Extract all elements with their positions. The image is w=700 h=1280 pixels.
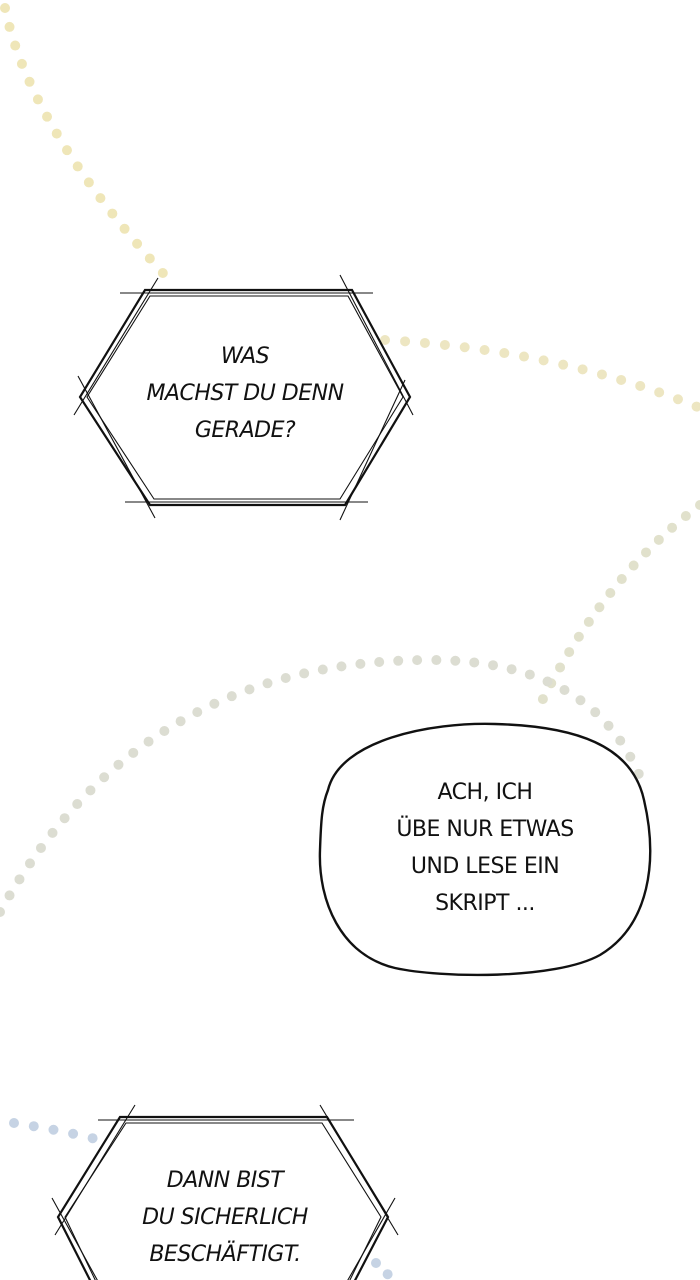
dotted-trail-blue-left (9, 1118, 105, 1145)
dotted-trail-yellow-top (0, 3, 177, 288)
bubble-2-line-4: SKRIPT ... (435, 891, 535, 916)
bubble-2-line-3: UND LESE EIN (410, 854, 560, 879)
speech-bubble-2: ACH, ICH ÜBE NUR ETWAS UND LESE EIN SKRI… (340, 774, 630, 922)
bubble-1-line-1: WAS (220, 344, 270, 369)
bubble-3-line-3: BESCHÄFTIGT. (149, 1242, 301, 1267)
rounded-bubble-2-outline (318, 722, 652, 977)
bubble-3-line-2: DU SICHERLICH (142, 1205, 308, 1230)
speech-bubble-3: DANN BIST DU SICHERLICH BESCHÄFTIGT. (80, 1162, 370, 1273)
bubble-1-line-3: GERADE? (194, 418, 296, 443)
bubble-3-line-1: DANN BIST (166, 1168, 284, 1193)
hexagon-bubble-1-outline (73, 274, 414, 521)
hexagon-bubble-3-outline (51, 1104, 399, 1280)
speech-bubble-1: WAS MACHST DU DENN GERADE? (100, 338, 390, 449)
dotted-trail-olive-diagonal (530, 500, 700, 720)
bubble-1-line-2: MACHST DU DENN (146, 381, 344, 406)
bubble-2-line-2: ÜBE NUR ETWAS (396, 817, 574, 842)
dotted-trail-arc (0, 654, 650, 917)
dotted-trail-blue-right (371, 1258, 399, 1280)
bubble-2-line-1: ACH, ICH (437, 780, 533, 805)
dotted-trail-yellow-right (380, 335, 700, 413)
